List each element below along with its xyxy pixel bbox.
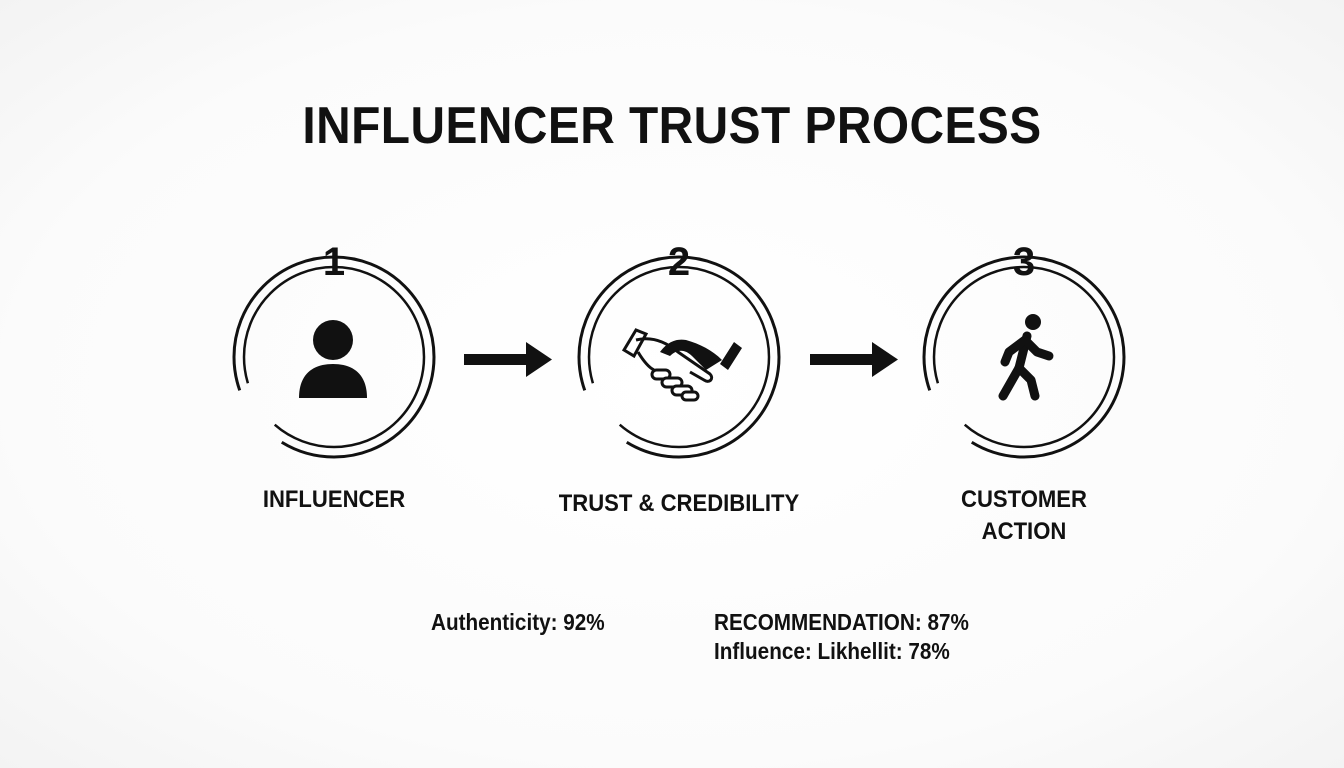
arrow-2-to-3: [810, 342, 898, 377]
step-1: 1: [229, 242, 439, 462]
step-1-ring: [232, 255, 436, 459]
step-3: 3: [919, 242, 1129, 462]
metric-influence: Influence: Likhellit: 78%: [714, 638, 950, 664]
step-3-label-line2: ACTION: [981, 518, 1067, 545]
step-2-ring: [577, 255, 781, 459]
step-3-label-line1: CUSTOMER: [961, 486, 1087, 513]
walking-person-icon: [998, 314, 1054, 401]
metric-recommendation: RECOMMENDATION: 87%: [714, 609, 969, 635]
step-2-number: 2: [667, 240, 691, 284]
step-1-number: 1: [322, 240, 346, 284]
arrow-1-to-2: [464, 342, 552, 377]
diagram-title: INFLUENCER TRUST PROCESS: [302, 97, 1042, 155]
handshake-icon: [621, 328, 742, 402]
step-2: 2: [574, 242, 784, 462]
step-3-label: CUSTOMER ACTION: [914, 484, 1135, 548]
step-2-label: TRUST & CREDIBILITY: [558, 490, 800, 517]
metric-authenticity: Authenticity: 92%: [431, 609, 605, 635]
step-1-label: INFLUENCER: [262, 486, 406, 513]
step-3-ring: [922, 255, 1126, 459]
step-3-number: 3: [1012, 240, 1036, 284]
person-icon: [299, 320, 367, 398]
